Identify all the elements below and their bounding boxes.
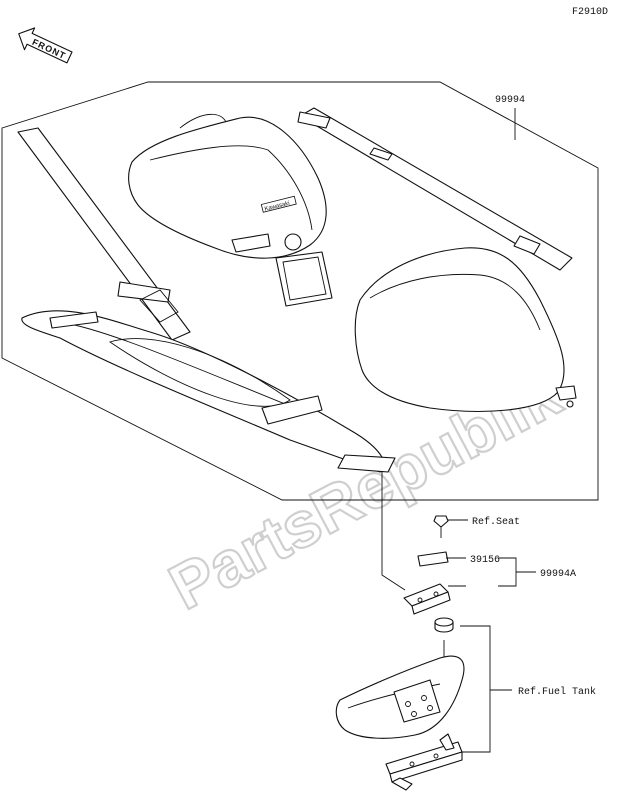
seat-bag [354,247,577,412]
callout-99994A: 99994A [540,569,576,580]
front-arrow-icon: FRONT [18,27,73,64]
ref-seat-label: Ref.Seat [472,516,520,528]
fuel-tank [335,655,465,739]
kit-outline-frame [1,81,599,501]
callout-99994: 99994 [495,95,525,106]
pad-39156 [417,551,449,567]
figure-code: F2910D [572,7,608,18]
callout-39156: 39156 [470,555,500,566]
tank-harness [17,127,396,473]
rubber-grommet [434,617,454,633]
tank-bag: Kawasaki [128,113,333,307]
kit-to-bracket-leader [381,472,406,591]
ref-fuel-tank-label: Ref.Fuel Tank [518,686,596,698]
strap [297,107,573,271]
lower-mount-bracket [385,733,463,791]
bracket [403,583,451,615]
callout-99994A-bracket [498,557,536,587]
bolt [433,515,449,538]
